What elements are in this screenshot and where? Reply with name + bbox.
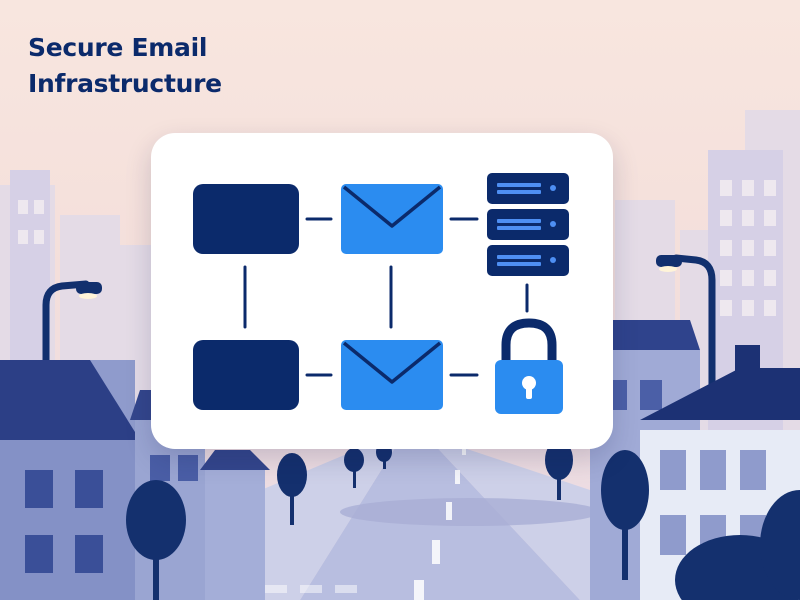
padlock-icon bbox=[495, 318, 563, 414]
page-title: Secure Email Infrastructure bbox=[28, 30, 222, 102]
server-rack-icon bbox=[487, 173, 569, 276]
network-diagram-card bbox=[151, 133, 613, 449]
email-network-diagram bbox=[193, 173, 569, 414]
device-top-left-icon bbox=[193, 184, 299, 254]
right-trees bbox=[376, 440, 800, 600]
device-bottom-left-icon bbox=[193, 340, 299, 410]
connector-lines bbox=[243, 217, 529, 377]
title-line-1: Secure Email bbox=[28, 33, 208, 62]
left-houses bbox=[0, 360, 270, 600]
envelope-top-icon bbox=[341, 184, 443, 254]
right-houses bbox=[585, 320, 800, 600]
street-lamp-right bbox=[656, 254, 716, 404]
title-line-2: Infrastructure bbox=[28, 69, 222, 98]
envelope-bottom-icon bbox=[341, 340, 443, 410]
street-lamp-left bbox=[42, 280, 102, 404]
left-trees bbox=[126, 448, 364, 600]
